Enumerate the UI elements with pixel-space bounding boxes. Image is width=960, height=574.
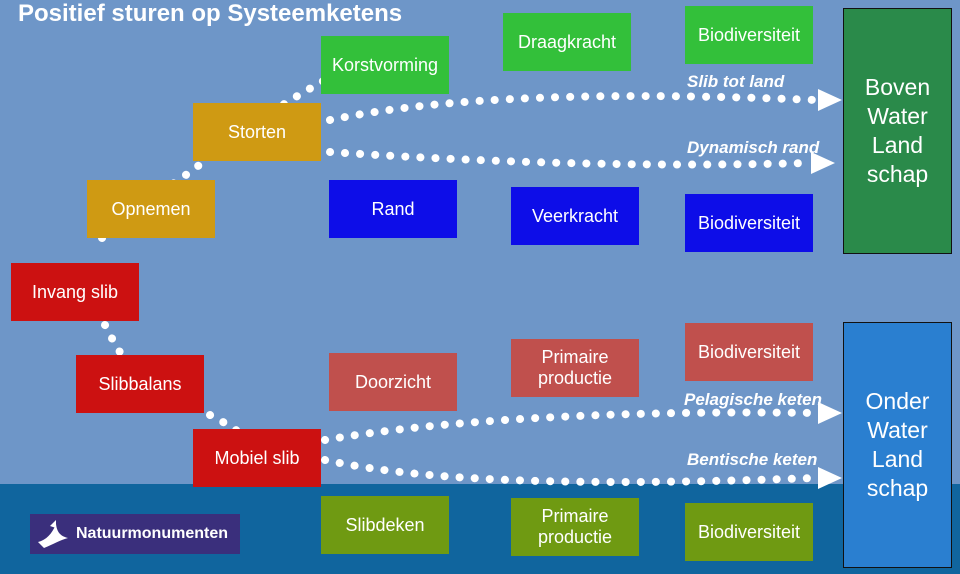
page-title: Positief sturen op Systeemketens [18,0,403,27]
label-pelagische-keten: Pelagische keten [684,390,822,409]
box-draagkracht: Draagkracht [503,13,631,71]
box-biodiversiteit-upper: Biodiversiteit [685,194,813,252]
arrowhead [818,402,842,424]
box-slibbalans: Slibbalans [76,355,204,413]
target-boven-water-landschap: Boven Water Land schap [843,8,952,254]
box-biodiversiteit-top: Biodiversiteit [685,6,813,64]
box-mobiel-slib: Mobiel slib [193,429,321,487]
box-biodiversiteit-mid: Biodiversiteit [685,323,813,381]
box-korstvorming: Korstvorming [321,36,449,94]
box-primaire-productie-top: Primaire productie [511,339,639,397]
box-biodiversiteit-bottom: Biodiversiteit [685,503,813,561]
box-primaire-productie-bottom: Primaire productie [511,498,639,556]
label-dynamisch-rand: Dynamisch rand [687,138,820,157]
box-invang-slib: Invang slib [11,263,139,321]
box-slibdeken: Slibdeken [321,496,449,554]
arrowhead [818,89,842,111]
box-doorzicht: Doorzicht [329,353,457,411]
box-storten: Storten [193,103,321,161]
logo-text: Natuurmonumenten [76,525,228,542]
label-bentische-keten: Bentische keten [687,450,818,469]
box-rand: Rand [329,180,457,238]
target-onder-water-landschap: Onder Water Land schap [843,322,952,568]
box-opnemen: Opnemen [87,180,215,238]
arrowhead [818,467,842,489]
natuurmonumenten-logo: Natuurmonumenten [30,514,240,554]
box-veerkracht: Veerkracht [511,187,639,245]
arrowhead [811,152,835,174]
label-slib-tot-land: Slib tot land [687,72,785,91]
bird-icon [38,520,68,548]
